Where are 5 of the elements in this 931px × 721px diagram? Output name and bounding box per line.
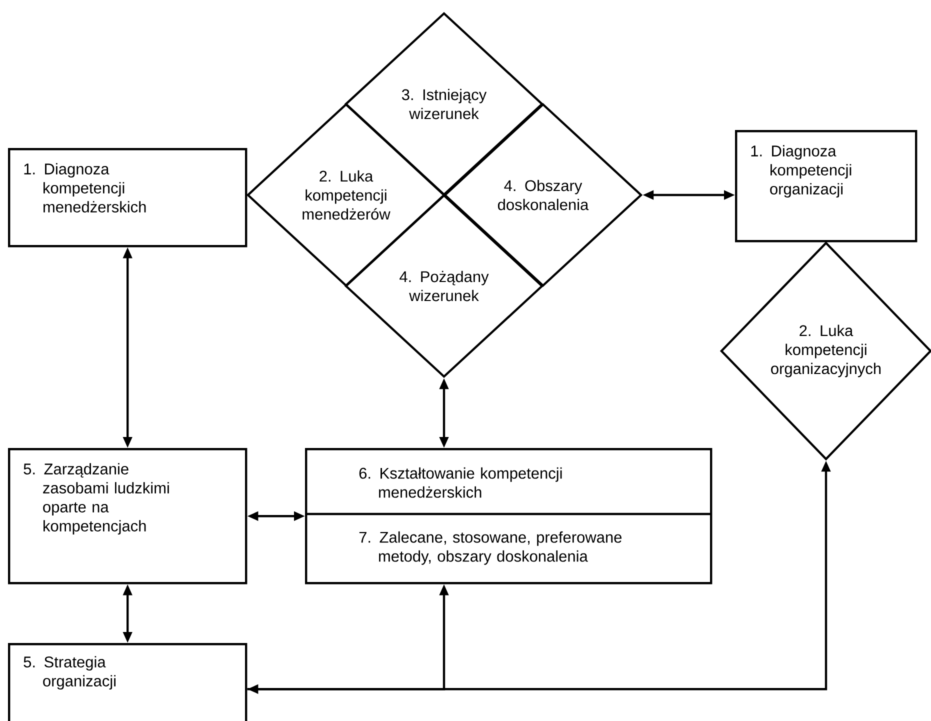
process-box: 1. Diagnoza kompetencji organizacji [735,130,918,242]
process-box: 6. Kształtowanie kompetencji menedżerskich 7. Zalecane, stosowane, preferowane metody, obszary doskonalenia [305,448,712,584]
process-box: 5. Zarządzanie zasobami ludzkimi oparte na kompetencjach [8,448,248,584]
process-box: 1. Diagnoza kompetencji menedżerskich [8,148,248,248]
process-box: 5. Strategia organizacji [8,643,248,721]
